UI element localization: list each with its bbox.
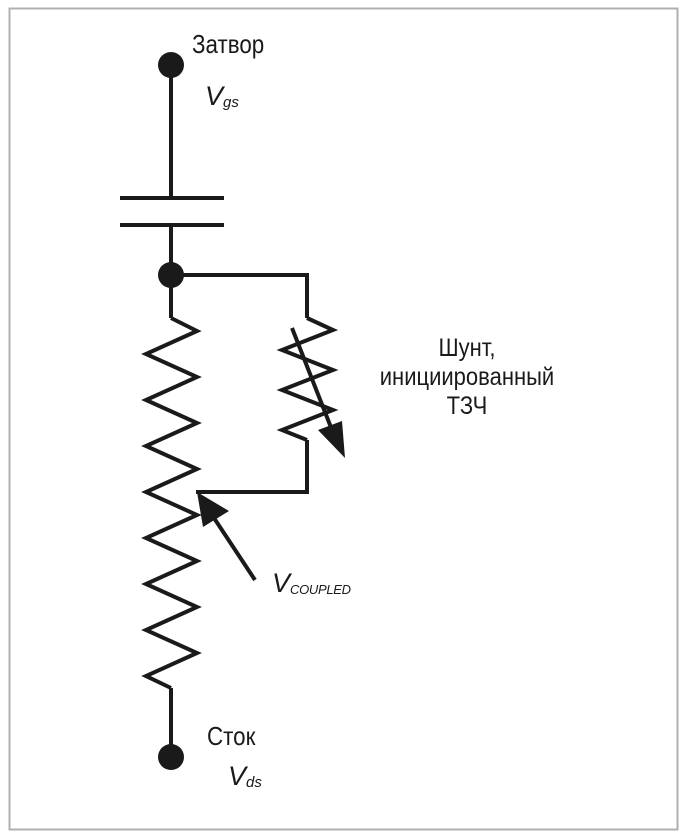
drain-label: Сток bbox=[207, 721, 256, 751]
drain-terminal bbox=[158, 744, 184, 770]
shunt-label-line-2: инициированный bbox=[379, 363, 555, 391]
shunt-resistor-zigzag bbox=[276, 316, 339, 442]
coupled-voltage-subscript: COUPLED bbox=[290, 582, 351, 597]
shunt-label-line-3: ТЗЧ bbox=[446, 392, 488, 420]
drain-voltage-label: Vds bbox=[228, 761, 262, 792]
gate-terminal bbox=[158, 52, 184, 78]
drain-voltage-subscript: ds bbox=[246, 774, 262, 791]
junction-node bbox=[158, 262, 184, 288]
gate-label: Затвор bbox=[192, 29, 265, 59]
drain-voltage-symbol: V bbox=[228, 761, 247, 791]
gate-voltage-subscript: gs bbox=[223, 94, 239, 111]
shunt-top-wire bbox=[171, 273, 309, 318]
gate-voltage-symbol: V bbox=[205, 81, 224, 111]
coupled-pointer-shaft bbox=[212, 516, 257, 582]
coupled-voltage-label: VCOUPLED bbox=[272, 568, 351, 599]
main-resistor-zigzag bbox=[141, 316, 202, 690]
variable-arrow-head bbox=[318, 421, 345, 458]
shunt-bottom-wire bbox=[196, 440, 309, 494]
coupled-pointer-head bbox=[197, 492, 229, 527]
shunt-label: Шунт, инициированный ТЗЧ bbox=[374, 334, 561, 421]
coupled-voltage-symbol: V bbox=[272, 568, 291, 598]
variable-arrow-shaft bbox=[290, 327, 334, 431]
gate-voltage-label: Vgs bbox=[205, 81, 239, 112]
shunt-label-line-1: Шунт, bbox=[438, 334, 496, 362]
frame-border bbox=[8, 7, 679, 831]
